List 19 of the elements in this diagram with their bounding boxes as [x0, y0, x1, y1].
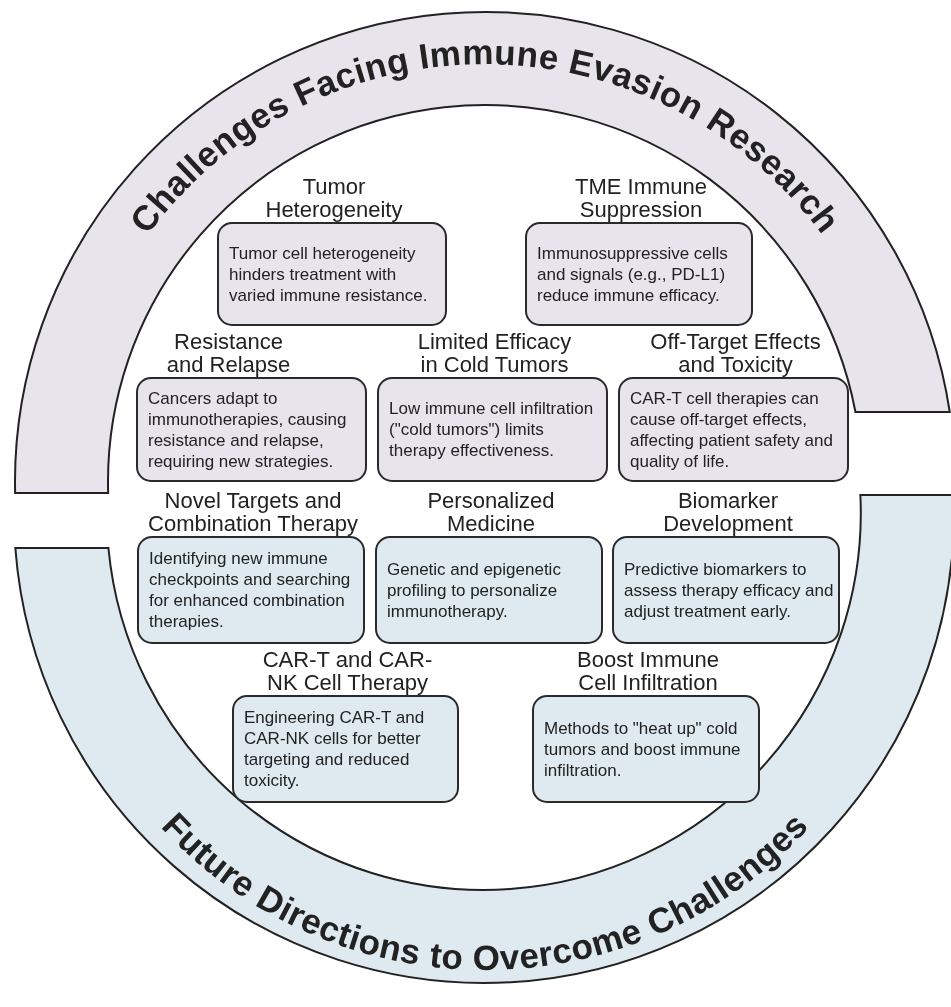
card-heading: Biomarker Development — [662, 489, 794, 535]
card-text: Cancers adapt to immunotherapies, causing resistance and relapse, requiring new strategies. — [148, 387, 348, 472]
card-text: CAR-T cell therapies can cause off-target effects, affecting patient safety and quality of life. — [630, 387, 834, 472]
card-text: Predictive biomarkers to assess therapy efficacy and adjust treatment early. — [624, 558, 835, 622]
card-text: Low immune cell infiltration ("cold tumors") limits therapy effectiveness. — [389, 398, 595, 461]
card-text: Tumor cell heterogeneity hinders treatment with varied immune resistance. — [229, 242, 429, 306]
card-heading: CAR-T and CAR-NK Cell Therapy — [261, 648, 434, 694]
card-heading: Boost Immune Cell Infiltration — [576, 648, 720, 694]
card-heading: Limited Efficacy in Cold Tumors — [416, 330, 573, 376]
card-text: Methods to "heat up" cold tumors and boost immune infiltration. — [544, 717, 742, 781]
card-heading: Personalized Medicine — [426, 489, 556, 535]
card-heading: Off-Target Effects and Toxicity — [649, 330, 822, 376]
card-text: Engineering CAR-T and CAR-NK cells for better targeting and reduced toxicity. — [244, 707, 426, 791]
card-heading: Novel Targets and Combination Therapy — [147, 489, 359, 535]
card-text: Immunosuppressive cells and signals (e.g., PD-L1) reduce immune efficacy. — [537, 242, 729, 306]
card-heading: TME Immune Suppression — [574, 175, 707, 221]
card-text: Identifying new immune checkpoints and searching for enhanced combination therapies. — [149, 548, 352, 632]
card-text: Genetic and epigenetic profiling to personalize immunotherapy. — [387, 558, 562, 622]
card-heading: Resistance and Relapse — [165, 330, 292, 376]
